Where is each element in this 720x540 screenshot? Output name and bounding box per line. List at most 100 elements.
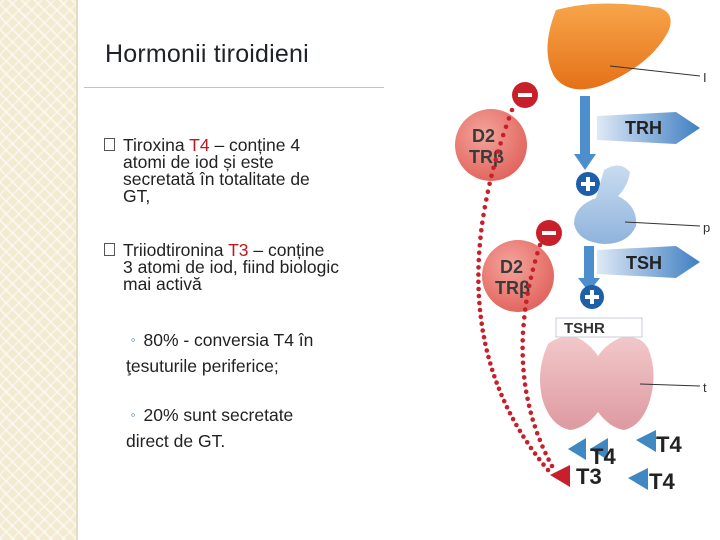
feedback-dot [521,322,526,328]
trb-label: TRβ [495,278,530,298]
t4-triangle [636,430,656,452]
feedback-dot [476,293,482,299]
t4-triangle [568,438,586,460]
feedback-dot [482,205,488,210]
feedback-dot [488,361,493,366]
feedback-dot [525,396,530,402]
feedback-dot [477,243,483,248]
feedback-dot [523,389,529,395]
feedback-dot [521,434,526,439]
feedback-dot [509,107,515,113]
feedback-dot [480,220,485,225]
feedback-dot [525,291,530,297]
feedback-dot [520,338,525,343]
bullet-t3-pre: Triiodtironina [123,240,229,260]
trh-label: TRH [625,118,662,138]
bullet-t4-line: atomi de iod și este [123,152,274,172]
feedback-dot [486,354,491,360]
bullet-t4-text: Tiroxina T4 – conține 4 atomi de iod și … [123,135,310,206]
feedback-dot [520,353,525,358]
decorative-side-strip [0,0,76,540]
feedback-dot [524,299,529,305]
feedback-dot [528,445,534,451]
feedback-dot [543,450,548,456]
ring-bullet-icon: ◦ [130,332,136,347]
feedback-dot [520,360,526,366]
edge-label: p [703,220,710,235]
feedback-dot [541,462,546,467]
d2-circle [482,240,554,312]
t3-triangle [550,465,570,487]
feedback-dot [537,242,543,248]
t4-triangle [590,438,608,460]
feedback-dot [500,132,506,138]
feedback-dot [506,116,512,121]
feedback-dot [534,430,540,436]
feedback-dot [476,250,482,255]
feedback-dot [492,374,497,379]
feedback-dotted-lines [476,107,555,473]
feedback-dot [536,456,542,462]
feedback-dot [537,437,543,443]
title-rule [84,87,384,88]
feedback-dot [477,307,483,313]
edge-label: I [703,70,707,85]
strip-edge [76,0,78,540]
bullet-t4-rest: – conține 4 [209,135,301,155]
feedback-dot [517,428,523,434]
feedback-dot [481,334,487,340]
ring-bullet-icon: ◦ [130,407,136,422]
slide-title: Hormonii tiroidieni [105,40,309,68]
feedback-dot [476,286,481,292]
feedback-dot [521,367,526,373]
trh-arrow [597,112,700,144]
bullet-t3-text: Triiodtironina T3 – conține 3 atomi de i… [123,240,339,293]
feedback-dot [476,257,482,263]
feedback-dot [510,416,516,422]
edge-label: t [703,380,707,395]
feedback-dot [479,228,484,233]
feedback-dot [489,367,495,373]
feedback-dot [493,157,499,162]
bullet-box-icon [104,138,115,151]
tshr-receptor [555,317,643,338]
pituitary-shape [574,165,637,244]
feedback-dot [476,272,481,277]
feedback-dot [494,380,499,385]
d2-label: D2 [472,126,495,146]
hypothalamus-shape [547,3,671,90]
bullet-t3-highlight: T3 [228,240,249,260]
bullet-t3-rest: – conține [248,240,325,260]
thyroid-gland-shape [540,336,654,430]
feedback-dot [487,181,492,187]
subbullet-80: ◦ 80% - conversia T4 în ţesuturile perife… [126,328,313,379]
feedback-dot [499,392,504,398]
subbullet-80-line1: 80% - conversia T4 în [143,330,314,350]
feedback-dot [496,386,502,392]
feedback-dot [540,444,545,449]
feedback-dot [478,314,484,320]
subbullet-80-line2: ţesuturile periferice; [126,356,279,376]
feedback-dot [526,283,532,289]
feedback-dot [532,259,538,264]
feedback-dot [514,422,519,428]
feedback-dot [524,440,530,445]
feedback-dot [484,348,490,353]
t4-label: T4 [649,469,675,494]
feedback-dot [530,267,536,273]
tsh-label: TSH [626,253,662,273]
feedback-dot [545,467,551,473]
bullet-t4-line: GT, [123,186,151,206]
feedback-dot [483,341,488,347]
feedback-dot [503,124,509,130]
feedback-dot [522,307,528,312]
feedback-dot [476,279,481,285]
d2-circle [455,109,527,181]
feedback-dot [520,330,526,336]
feedback-dot [476,265,481,270]
subbullet-20-line2: direct de GT. [126,431,226,451]
tsh-arrow [597,246,700,278]
feedback-dot [549,463,555,469]
tshr-label: TSHR [564,320,605,337]
feedback-dot [498,141,503,146]
